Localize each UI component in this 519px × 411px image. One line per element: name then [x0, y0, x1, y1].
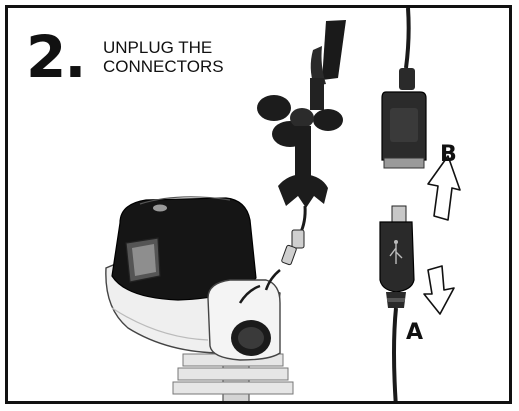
- arrow-down-icon: [424, 266, 454, 314]
- step-title-line1: UNPLUG THE: [103, 38, 224, 57]
- diagram-frame: 2. UNPLUG THE CONNECTORS B A: [5, 5, 512, 404]
- step-title: UNPLUG THE CONNECTORS: [103, 38, 224, 76]
- step-title-line2: CONNECTORS: [103, 57, 224, 76]
- connector-a-label: A: [406, 320, 423, 345]
- weather-station-body: [106, 197, 280, 360]
- step-number: 2.: [26, 28, 84, 86]
- wind-sensor: [257, 20, 346, 208]
- connector-b-label: B: [440, 142, 457, 167]
